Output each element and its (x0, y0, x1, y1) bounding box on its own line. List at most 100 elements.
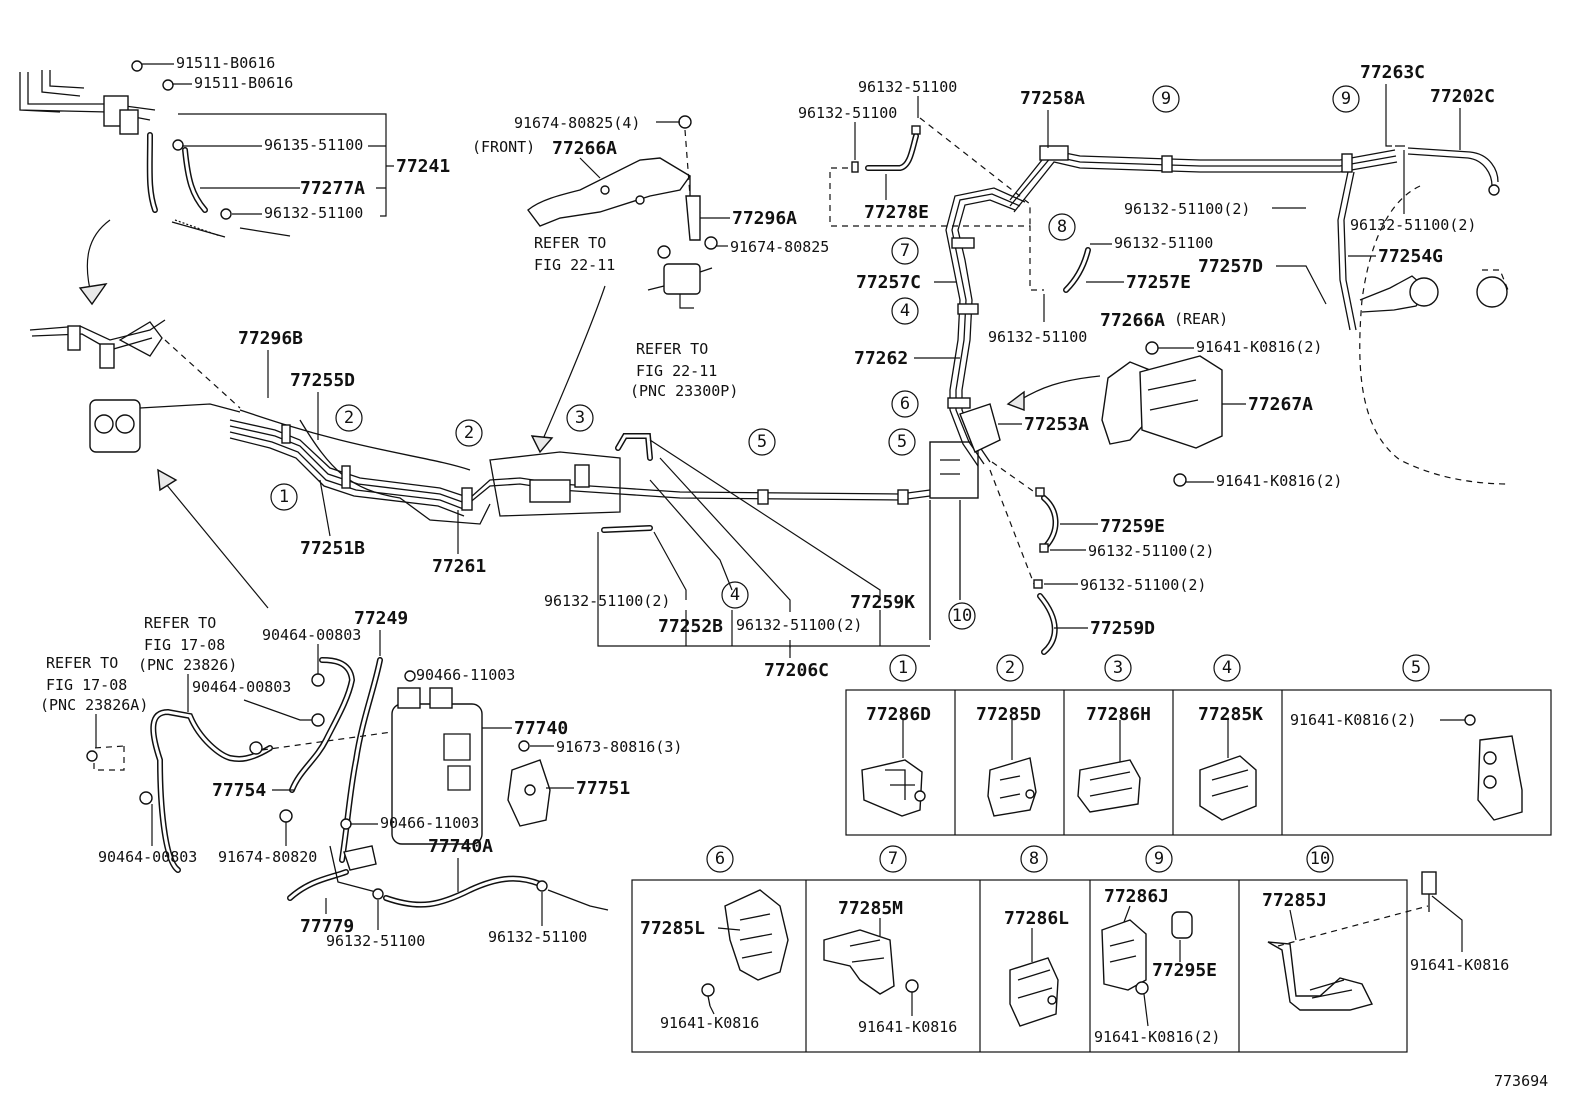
label-90466-a: 90466-11003 (416, 666, 515, 684)
arrow-head-2 (530, 435, 554, 454)
table-head-5: 5 (1411, 658, 1421, 678)
table-head-7: 7 (888, 849, 898, 869)
circle-3: 3 (575, 408, 585, 428)
bolt-9: 91641-K0816(2) (1094, 1028, 1220, 1046)
label-77261: 77261 (432, 556, 486, 577)
diagram-number: 773694 (1494, 1072, 1548, 1090)
label-77251B: 77251B (300, 538, 365, 559)
label-96132-b2: 96132-51100 (488, 928, 587, 946)
arrow-up-left (165, 483, 269, 609)
label-77259D: 77259D (1090, 618, 1155, 639)
part-77285D: 77285D (976, 704, 1041, 725)
label-96135: 96135-51100 (264, 136, 363, 154)
refer-d-line1: REFER TO (46, 654, 118, 672)
label-91641-2b: 91641-K0816(2) (1216, 472, 1342, 490)
label-96132-m2: 96132-51100 (988, 328, 1087, 346)
label-77257E: 77257E (1126, 272, 1191, 293)
top-left-tube-assembly (19, 60, 291, 238)
refer-c-line1: REFER TO (144, 614, 216, 632)
label-77202C: 77202C (1430, 86, 1495, 107)
refer-b-line2: FIG 22-11 (636, 362, 717, 380)
callouts-mid-left: 77296B 77255D 77251B 77261 77259E 96132-… (238, 328, 1214, 681)
label-77296B: 77296B (238, 328, 303, 349)
label-91674: 91674-80825 (730, 238, 829, 256)
table-head-8: 8 (1029, 849, 1039, 869)
label-96132-tl: 96132-51100 (264, 204, 363, 222)
circle-2a: 2 (344, 408, 354, 428)
label-77255D: 77255D (290, 370, 355, 391)
clip-table-bottom (631, 871, 1437, 1053)
arrow-to-bundle (539, 285, 606, 447)
label-77266A-rear: 77266A (1100, 310, 1165, 331)
refer-d-line2: FIG 17-08 (46, 676, 127, 694)
hose-77278E (829, 117, 1044, 291)
label-77779: 77779 (300, 916, 354, 937)
part-77285J: 77285J (1262, 890, 1327, 911)
center-right-lines (945, 145, 1500, 467)
canister-block-left (89, 399, 241, 453)
bolt-5: 91641-K0816(2) (1290, 711, 1416, 729)
label-77253A: 77253A (1024, 414, 1089, 435)
refer-d-line3: (PNC 23826A) (40, 696, 148, 714)
table-bottom-labels: 77285L 91641-K0816 77285M 91641-K0816 77… (640, 886, 1327, 1046)
label-77751: 77751 (576, 778, 630, 799)
table-head-1: 1 (898, 658, 908, 678)
label-77277A: 77277A (300, 178, 365, 199)
label-91674-80820: 91674-80820 (218, 848, 317, 866)
circle-6: 6 (900, 394, 910, 414)
circle-5b: 5 (897, 432, 907, 452)
arrow-rear (1019, 375, 1101, 401)
label-90464-c: 90464-00803 (98, 848, 197, 866)
callouts-far-right: 91641-K0816 773694 (1410, 895, 1548, 1090)
label-77267A: 77267A (1248, 394, 1313, 415)
label-96132-2b: 96132-51100(2) (1350, 216, 1476, 234)
lower-right-hoses (989, 461, 1059, 655)
label-96132-t1: 96132-51100 (858, 78, 957, 96)
label-77740: 77740 (514, 718, 568, 739)
label-front: (FRONT) (472, 138, 535, 156)
circle-4b: 4 (900, 301, 910, 321)
label-96132-m: 96132-51100 (1114, 234, 1213, 252)
tank-outline-right (1359, 185, 1511, 485)
table-top-labels: 77286D 77285D 77286H 77285K 91641-K0816(… (866, 704, 1416, 729)
circle-9b: 9 (1341, 89, 1351, 109)
arrow-head-4 (157, 468, 178, 492)
label-77259K: 77259K (850, 592, 915, 613)
circle-2b: 2 (464, 423, 474, 443)
refer-c-line3: (PNC 23826) (138, 656, 237, 674)
part-77285M: 77285M (838, 898, 903, 919)
middle-hoses (597, 433, 930, 648)
label-91641-single: 91641-K0816 (1410, 956, 1509, 974)
part-77286J: 77286J (1104, 886, 1169, 907)
label-77259E: 77259E (1100, 516, 1165, 537)
circle-4a: 4 (730, 585, 740, 605)
label-77254G: 77254G (1378, 246, 1443, 267)
table-head-10: 10 (1310, 849, 1330, 869)
left-connector-cluster (29, 319, 241, 409)
table-head-6: 6 (715, 849, 725, 869)
callouts-top-center: 91674-80825(4) (FRONT) 77266A 77296A 916… (472, 114, 829, 400)
vsv-valve (647, 245, 713, 309)
hose-77740A (279, 809, 609, 911)
label-77258A: 77258A (1020, 88, 1085, 109)
part-77285L: 77285L (640, 918, 705, 939)
part-77285K: 77285K (1198, 704, 1263, 725)
circle-7: 7 (900, 241, 910, 261)
table-head-9: 9 (1154, 849, 1164, 869)
table-head-2: 2 (1005, 658, 1015, 678)
label-96132-2a: 96132-51100(2) (1124, 200, 1250, 218)
label-90464-b: 90464-00803 (192, 678, 291, 696)
label-77249: 77249 (354, 608, 408, 629)
rear-bracket-77267A (1101, 341, 1223, 487)
label-90464-a: 90464-00803 (262, 626, 361, 644)
label-77206C: 77206C (764, 660, 829, 681)
refer-c-line2: FIG 17-08 (144, 636, 225, 654)
part-77286D: 77286D (866, 704, 931, 725)
label-96132-b1: 96132-51100 (326, 932, 425, 950)
label-96132-2e: 96132-51100(2) (544, 592, 670, 610)
circled-numbers: 1 2 2 3 4 5 5 10 7 4 6 8 9 9 1 2 3 4 5 6… (270, 85, 1430, 873)
label-90466-b: 90466-11003 (380, 814, 479, 832)
label-91673: 91673-80816(3) (556, 738, 682, 756)
label-77257D: 77257D (1198, 256, 1263, 277)
